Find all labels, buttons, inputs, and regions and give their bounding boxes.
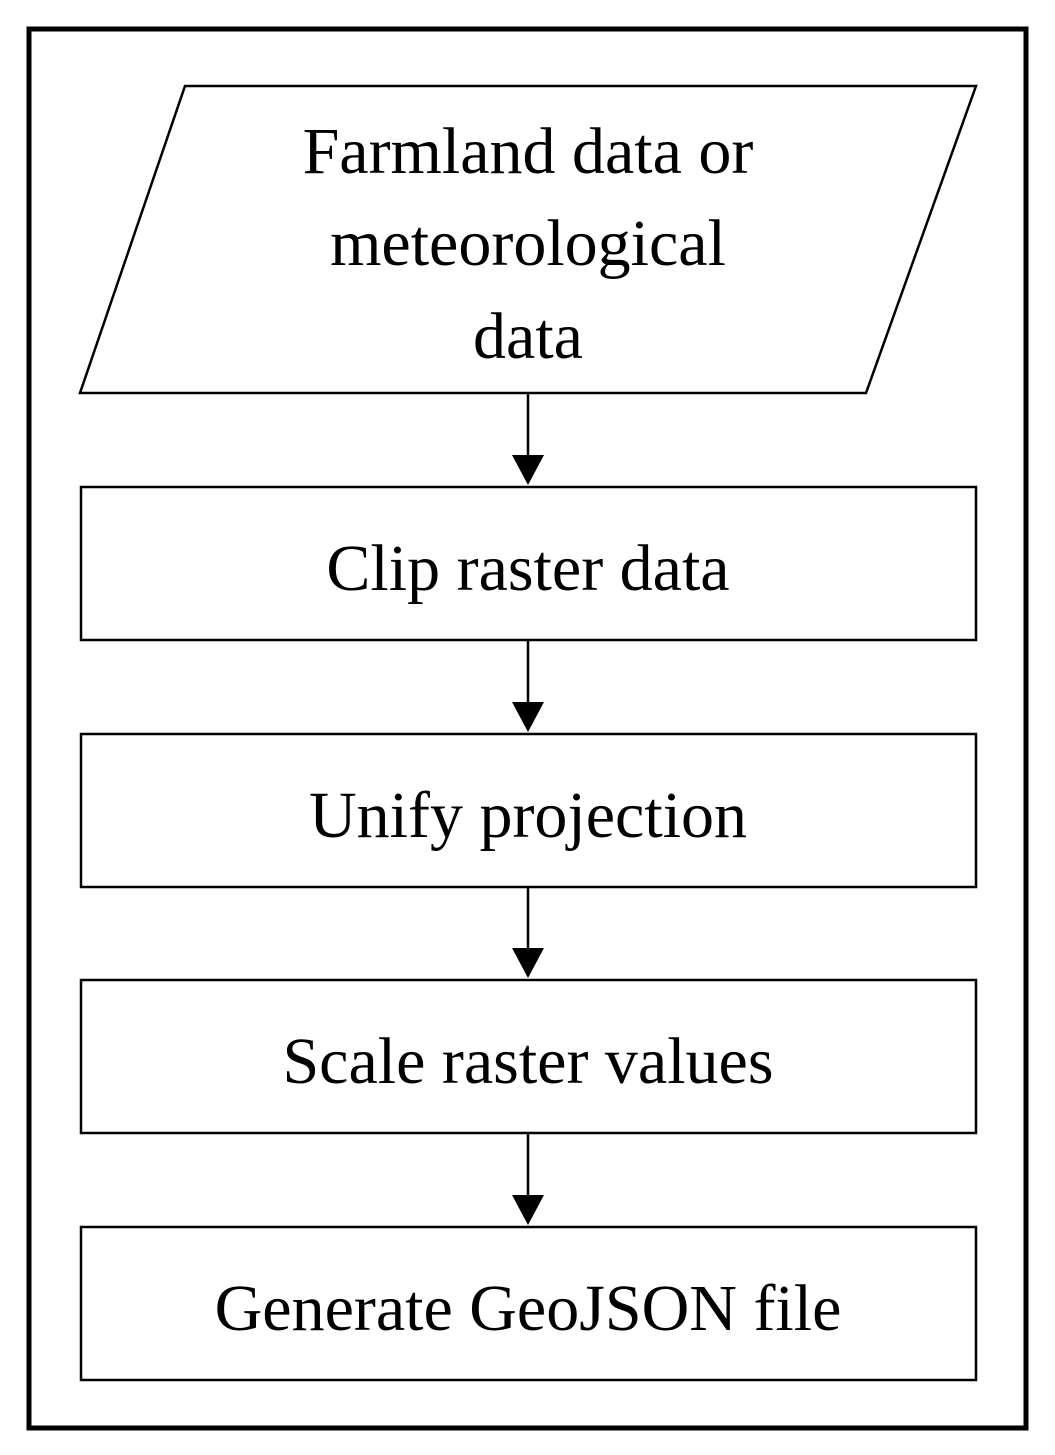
outer-frame bbox=[26, 26, 1029, 1431]
node-geojson-label: Generate GeoJSON file bbox=[215, 1272, 842, 1345]
node-scale-box bbox=[79, 978, 978, 1135]
node-clip-box bbox=[79, 485, 978, 642]
edge-scale-to-geojson-arrowhead bbox=[512, 1195, 544, 1225]
node-input-label-line-3: data bbox=[473, 300, 583, 373]
node-projection-box bbox=[79, 732, 978, 889]
node-scale-label: Scale raster values bbox=[282, 1025, 773, 1098]
edge-input-to-clip-arrowhead bbox=[512, 455, 544, 485]
node-clip-label: Clip raster data bbox=[326, 532, 729, 605]
node-input-label-line-2: meteorological bbox=[330, 207, 726, 280]
node-input-shape bbox=[78, 84, 978, 395]
node-geojson-box bbox=[79, 1225, 978, 1382]
node-input-label-line-1: Farmland data or bbox=[303, 115, 754, 188]
edge-projection-to-scale-arrowhead bbox=[512, 948, 544, 978]
node-projection-label: Unify projection bbox=[309, 779, 747, 852]
edge-clip-to-projection-arrowhead bbox=[512, 702, 544, 732]
